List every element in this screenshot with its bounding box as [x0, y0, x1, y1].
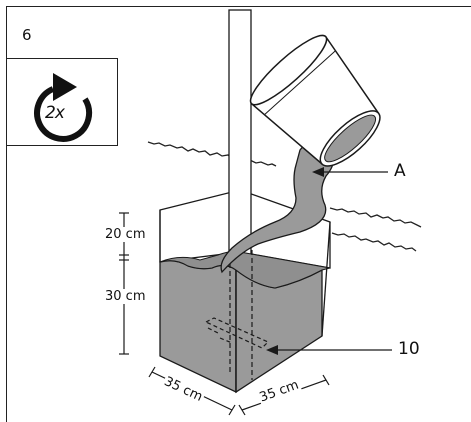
dim-base-right-tick-a [238, 404, 246, 416]
callout-a-label: A [394, 161, 406, 181]
anchor-hidden [204, 317, 270, 349]
frame-top-border [6, 6, 471, 7]
ground-line-right-lower [331, 232, 417, 252]
dim-top-height-label: 20 cm [104, 227, 147, 242]
repeat-count-text: 2x [45, 103, 65, 123]
bucket [249, 34, 381, 167]
hole-edge-right [321, 221, 331, 337]
concrete-top-surface [159, 250, 331, 289]
ground-line-left [147, 141, 277, 167]
concrete-front-right [235, 268, 323, 394]
repeat-box: 2x [6, 58, 118, 146]
concrete-front-left [159, 260, 237, 394]
dim-base-right-tick-b [322, 374, 330, 386]
concrete-stream [220, 136, 335, 274]
step-number: 6 [22, 26, 32, 44]
ground-line-right [329, 207, 422, 228]
callout-10-label: 10 [398, 339, 420, 359]
callout-10-arrowhead [266, 345, 278, 355]
callout-a-arrowhead [312, 167, 324, 177]
rotate-clockwise-icon [34, 73, 92, 142]
dim-bottom-height-label: 30 cm [104, 289, 147, 304]
dim-base-left-tick-a [148, 366, 156, 378]
frame-left-border [6, 6, 7, 422]
dim-base-left-tick-b [228, 404, 236, 416]
